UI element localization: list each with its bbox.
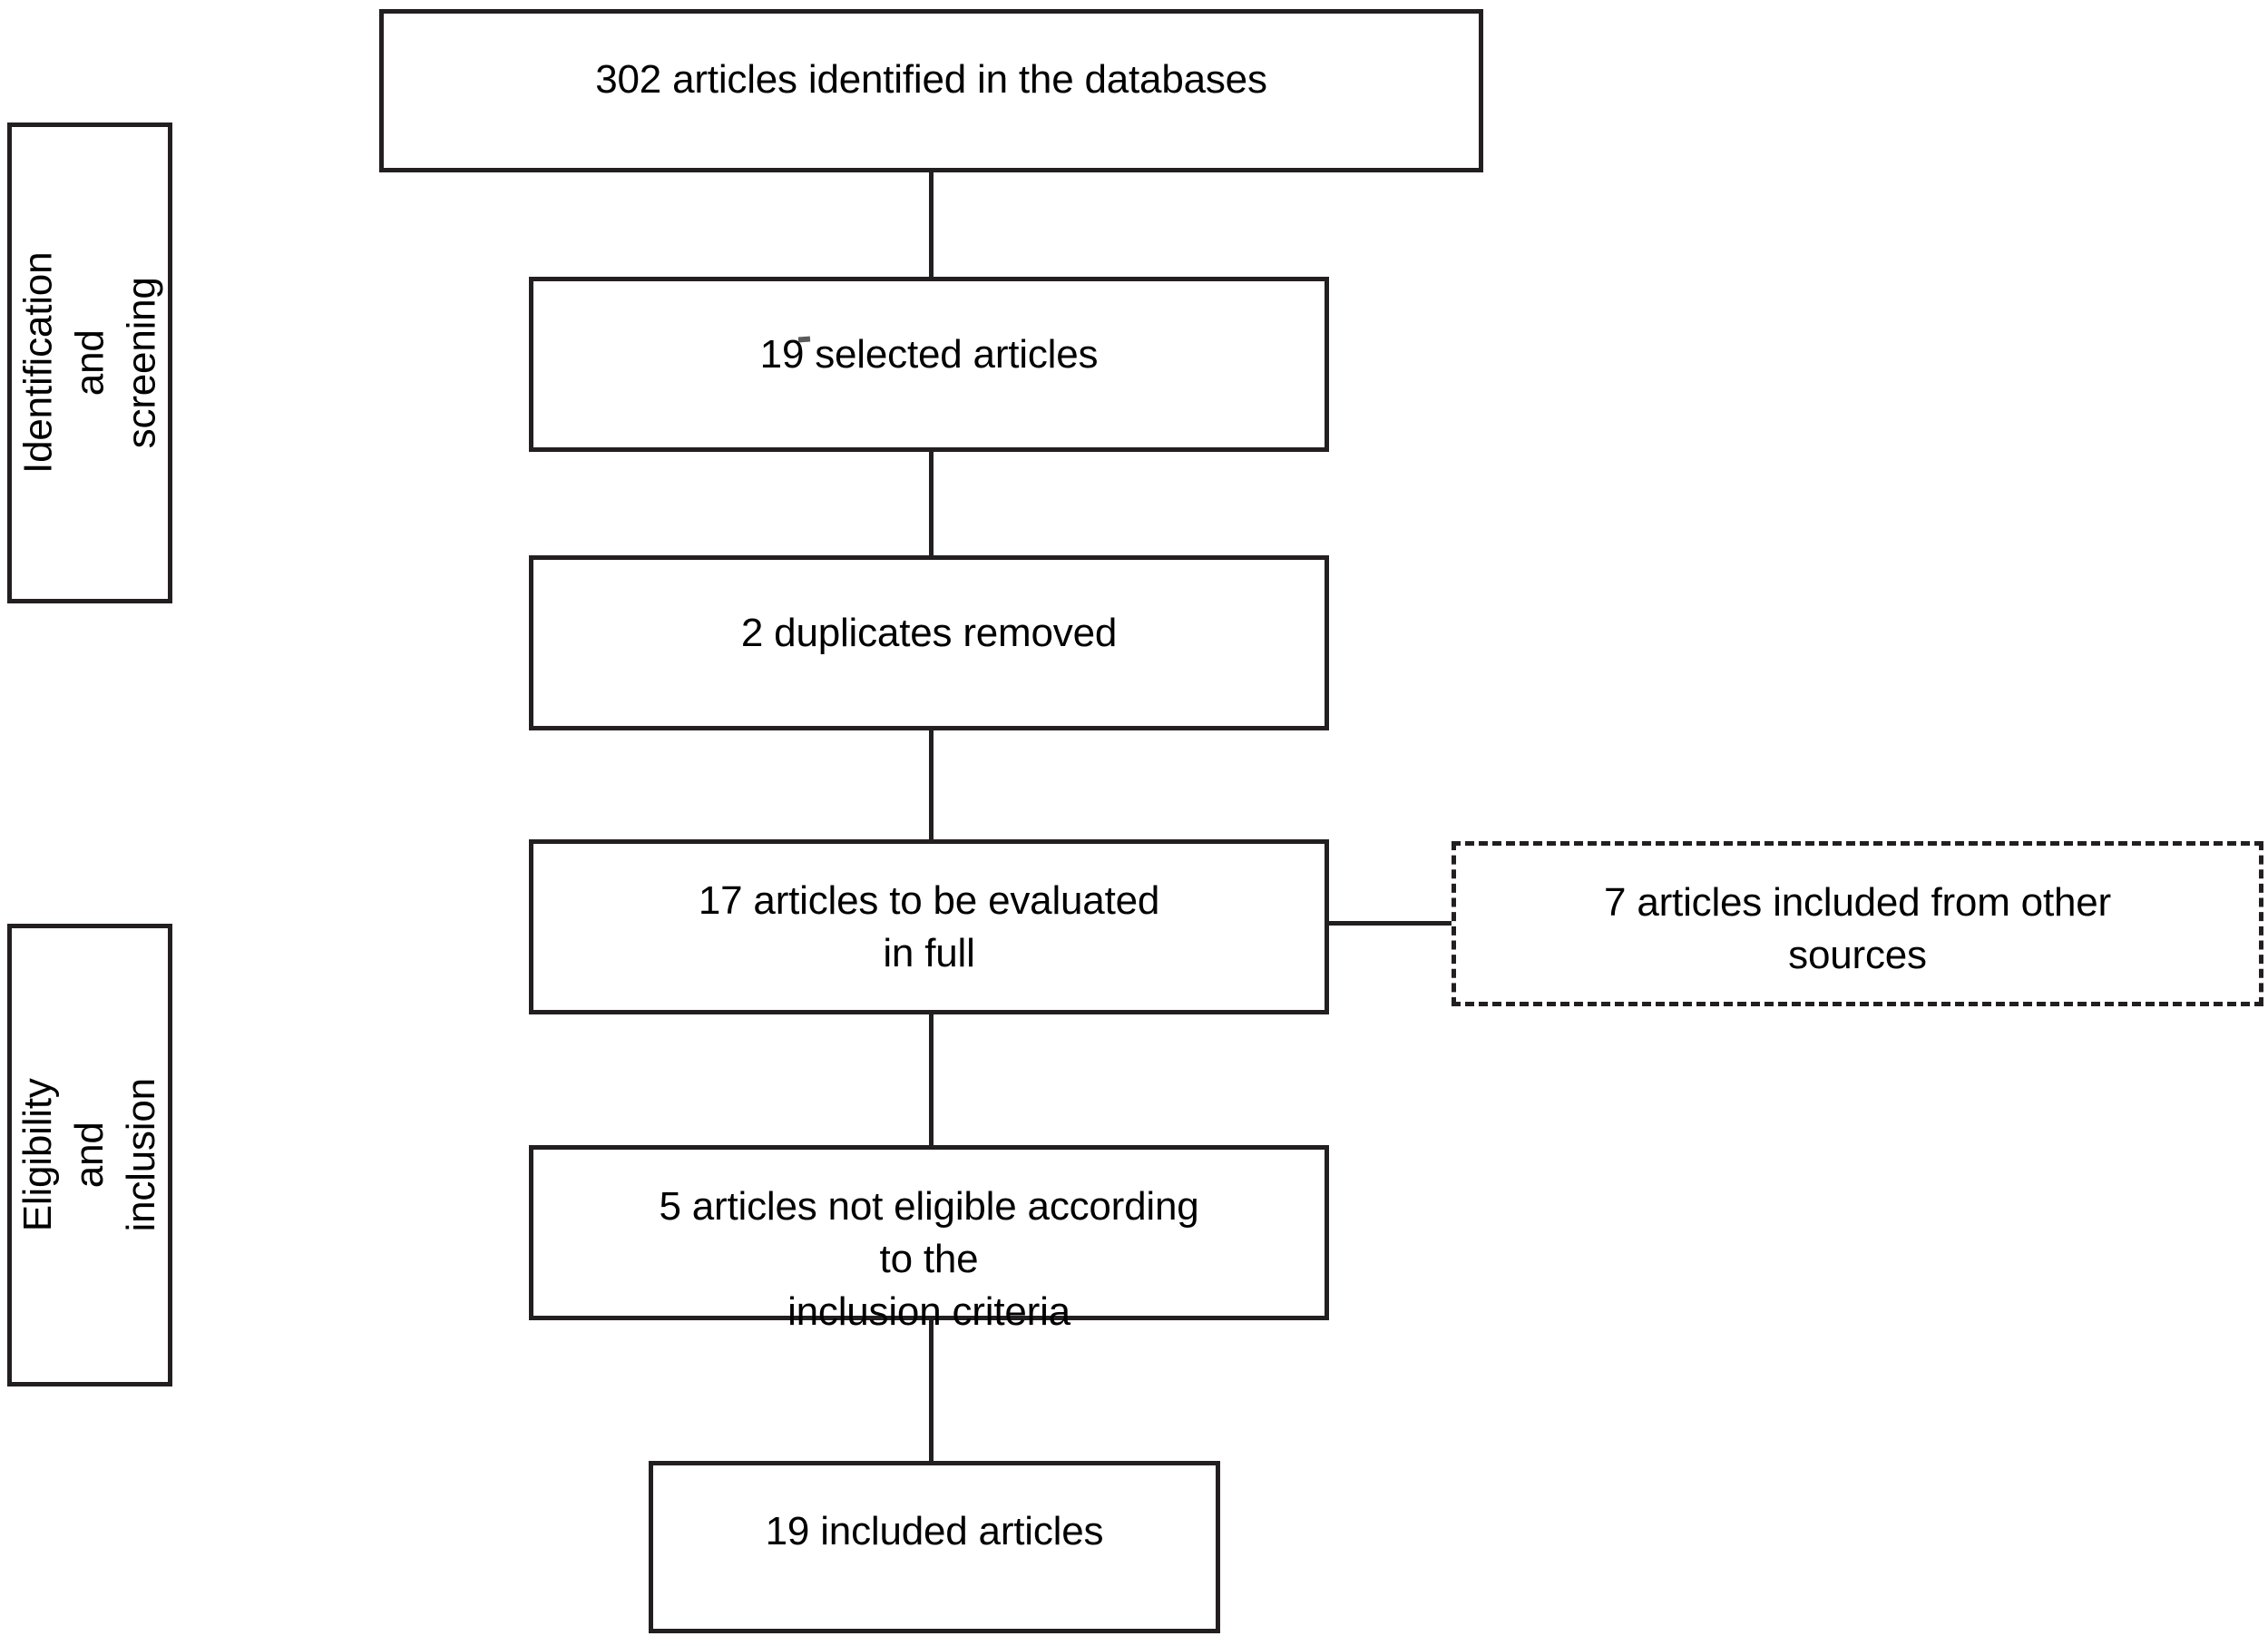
connector-not-eligible-to-included (929, 1319, 934, 1463)
node-label: 19 selected articles (759, 332, 1099, 377)
node-label: 7 articles included from other sources (1604, 880, 2111, 978)
node-selected-articles: 19 selected articles (529, 277, 1329, 452)
node-label: 19 included articles (765, 1509, 1104, 1553)
node-label: 17 articles to be evaluated in full (698, 878, 1160, 976)
connector-evaluated-to-other-sources (1327, 921, 1454, 926)
node-articles-not-eligible: 5 articles not eligible according to the… (529, 1145, 1329, 1334)
node-included-articles: 19 included articles (649, 1461, 1220, 1633)
connector-evaluated-to-not-eligible (929, 1014, 934, 1148)
node-articles-from-other-sources: 7 articles included from other sources (1452, 841, 2263, 1006)
connector-selected-to-duplicates (929, 451, 934, 558)
connector-duplicates-to-evaluated (929, 730, 934, 842)
node-articles-identified: 302 articles identified in the databases (379, 9, 1483, 172)
connector-identified-to-selected (929, 172, 934, 279)
stage-label-identification-screening: Identification and screening (7, 122, 172, 603)
node-duplicates-removed: 2 duplicates removed (529, 555, 1329, 730)
node-articles-evaluated-in-full: 17 articles to be evaluated in full (529, 839, 1329, 1014)
stage-label-text: Identification and screening (15, 251, 164, 475)
node-label: 2 duplicates removed (740, 611, 1118, 655)
node-label: 5 articles not eligible according to the… (659, 1184, 1199, 1335)
scan-artifact-mark (797, 336, 811, 343)
node-label: 302 articles identified in the databases (595, 57, 1267, 102)
stage-label-eligibility-inclusion: Eligibility and inclusion (7, 924, 172, 1386)
stage-label-text: Eligibility and inclusion (15, 1078, 164, 1232)
